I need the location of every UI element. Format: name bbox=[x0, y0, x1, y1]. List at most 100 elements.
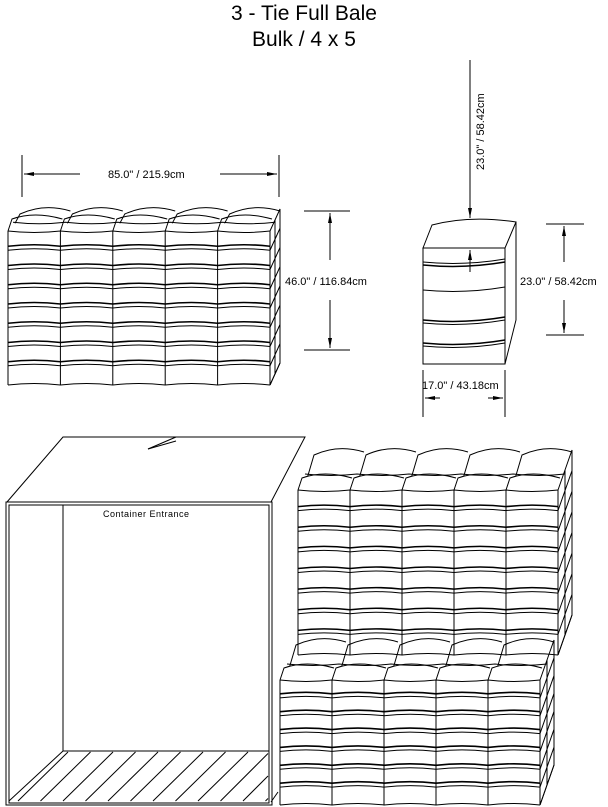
bale-row-line bbox=[297, 489, 559, 492]
bale-band-line bbox=[279, 731, 541, 735]
container-roof bbox=[6, 436, 306, 503]
bale-top-front bbox=[505, 473, 561, 491]
bale-band-line bbox=[422, 261, 506, 268]
bale-top-seam bbox=[304, 473, 566, 476]
bale-band-line bbox=[7, 267, 271, 271]
bale-top-seam bbox=[12, 221, 276, 225]
bale-band-line bbox=[297, 524, 559, 529]
bale-top-back bbox=[497, 638, 555, 667]
floor-hatch-line bbox=[130, 751, 181, 802]
bale-top-front bbox=[401, 473, 457, 491]
bale-top-front bbox=[383, 663, 439, 681]
bale-top-back bbox=[515, 448, 573, 477]
bale-row-line bbox=[7, 230, 271, 233]
bale-front-face bbox=[422, 247, 506, 365]
bale-width-label: 17.0" / 43.18cm bbox=[422, 380, 499, 392]
bale-band-line bbox=[279, 713, 541, 717]
floor-hatch-line bbox=[197, 751, 249, 802]
bale-band-line bbox=[7, 306, 271, 309]
dimension-bale-width bbox=[422, 370, 506, 417]
bale-band-line bbox=[7, 359, 271, 363]
floor-hatch-line bbox=[220, 753, 269, 802]
bale-top-front bbox=[487, 663, 543, 681]
bale-band-line bbox=[297, 586, 559, 590]
bale-band-line bbox=[279, 745, 541, 749]
bale-band-line bbox=[279, 695, 541, 699]
bale-band-line bbox=[7, 282, 271, 286]
bale-top-back bbox=[463, 448, 521, 477]
bale-top-back bbox=[224, 207, 281, 224]
bale-top-back bbox=[289, 638, 347, 667]
bale-band-line bbox=[7, 344, 271, 348]
stack-height-label: 46.0" / 116.84cm bbox=[285, 276, 367, 288]
bale-band-line bbox=[7, 320, 271, 325]
bale-top-front bbox=[435, 663, 491, 681]
bale-band-line bbox=[279, 803, 541, 806]
bale-top-back bbox=[171, 207, 228, 224]
bale-top-back bbox=[393, 638, 451, 667]
bale-top-back bbox=[341, 638, 399, 667]
bale-band-line bbox=[279, 785, 541, 788]
stack-width-label: 85.0" / 215.9cm bbox=[108, 169, 185, 181]
floor-hatch-line bbox=[265, 798, 269, 802]
bale-band-line bbox=[7, 263, 271, 267]
bale-top-back bbox=[119, 207, 176, 224]
bale-top-back bbox=[14, 207, 71, 224]
bale-top-back bbox=[359, 448, 417, 477]
bale-band-line bbox=[297, 549, 559, 553]
bale-band-line bbox=[279, 749, 541, 752]
bale-band-line bbox=[279, 762, 541, 767]
container-roof-notch bbox=[147, 440, 177, 450]
bale-top-front bbox=[164, 214, 220, 232]
single-bale bbox=[422, 218, 517, 365]
bale-band-line bbox=[7, 340, 271, 344]
floor-hatch-line bbox=[85, 751, 136, 802]
bale-band-line bbox=[297, 628, 559, 632]
bale-top-front bbox=[7, 214, 63, 232]
container-inner-frame bbox=[8, 504, 270, 804]
bale-band-line bbox=[297, 529, 559, 532]
bale-top-back bbox=[445, 638, 503, 667]
bale-top-front bbox=[112, 214, 168, 232]
bale-top-front bbox=[349, 473, 405, 491]
bale-band-line bbox=[7, 301, 271, 305]
bale-band-line bbox=[7, 383, 271, 386]
bale-band-line bbox=[297, 607, 559, 611]
container-back-wall bbox=[62, 504, 270, 752]
bale-band-line bbox=[422, 316, 506, 323]
diagram-title: 3 - Tie Full Bale bbox=[231, 2, 377, 25]
floor-edge bbox=[8, 750, 64, 802]
bale-band-line bbox=[7, 248, 271, 251]
diagram-subtitle: Bulk / 4 x 5 bbox=[252, 28, 356, 51]
bale-band-line bbox=[7, 286, 271, 290]
bale-top-back bbox=[411, 448, 469, 477]
floor-hatch-line bbox=[175, 751, 226, 802]
bale-band-line bbox=[279, 780, 541, 784]
floor-hatch-line bbox=[40, 751, 91, 802]
bale-band-line bbox=[297, 591, 559, 594]
bale-band-line bbox=[279, 691, 541, 695]
bale-band-line bbox=[297, 611, 559, 615]
floor-hatch-line bbox=[17, 751, 69, 802]
floor-hatch-line bbox=[152, 751, 204, 802]
bale-stack-lower bbox=[279, 638, 555, 806]
bale-top-front bbox=[279, 663, 335, 681]
bale-band-line bbox=[297, 570, 559, 574]
dimension-stack-width bbox=[21, 155, 280, 197]
bale-top-front bbox=[217, 214, 273, 232]
bale-band-line bbox=[422, 286, 506, 292]
container-entrance-label: Container Entrance bbox=[103, 509, 190, 519]
container-roof-notch bbox=[147, 436, 177, 450]
bale-height-label: 23.0" / 58.42cm bbox=[520, 276, 597, 288]
bale-band-line bbox=[422, 319, 506, 325]
bale-band-line bbox=[297, 545, 559, 549]
bale-band-line bbox=[7, 325, 271, 328]
bale-band-line bbox=[422, 258, 506, 264]
bale-band-line bbox=[297, 653, 559, 656]
floor-hatch-line bbox=[107, 751, 159, 802]
floor-hatch-line bbox=[242, 775, 269, 802]
floor-hatch-line bbox=[62, 751, 114, 802]
bale-top-front bbox=[59, 214, 115, 232]
bale-band-line bbox=[297, 632, 559, 635]
